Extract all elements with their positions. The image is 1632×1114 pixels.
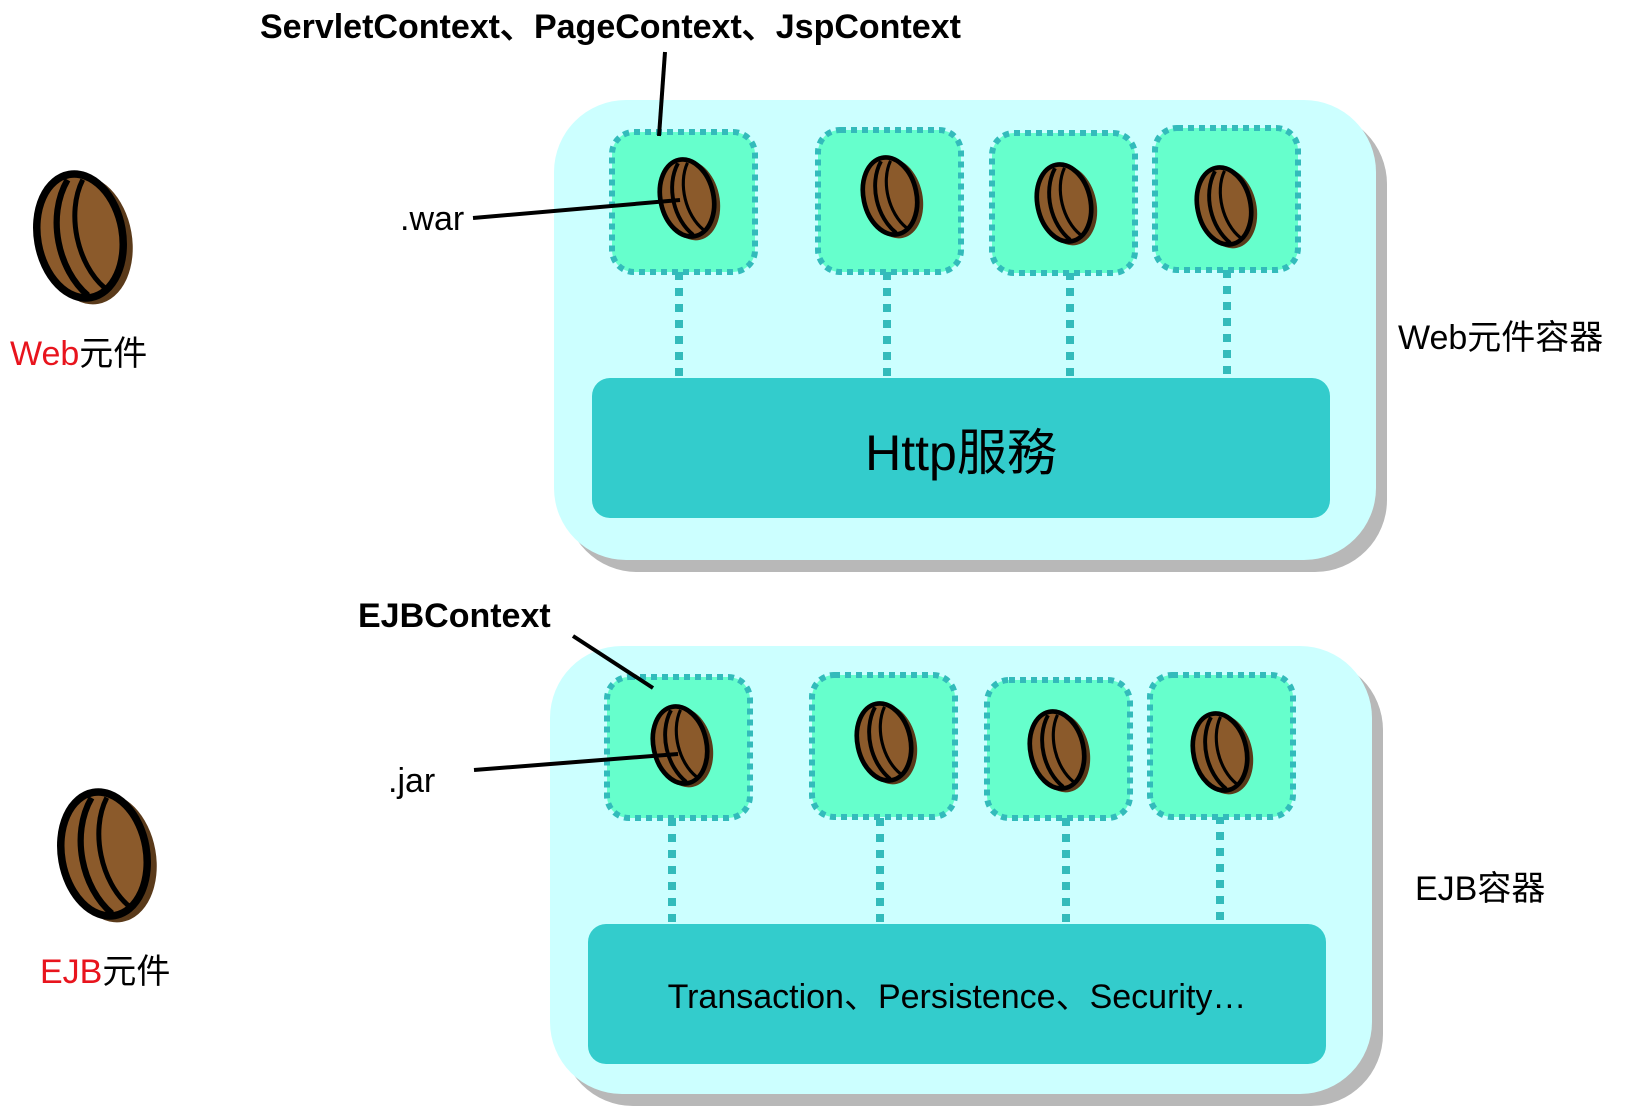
legend-web-label: Web元件 bbox=[10, 335, 147, 373]
ejb-service-label: Transaction、Persistence、Security… bbox=[668, 978, 1247, 1016]
ejb-container: Transaction、Persistence、Security… bbox=[473, 634, 1383, 1106]
web-connectors bbox=[675, 270, 1231, 378]
web-component-3 bbox=[989, 130, 1138, 276]
web-archive-pointer bbox=[472, 198, 681, 220]
ejb-service-bar bbox=[588, 924, 1326, 1064]
ejb-archive-label: .jar bbox=[388, 762, 435, 800]
web-component-2 bbox=[815, 127, 964, 275]
web-context-pointer bbox=[657, 51, 667, 137]
ejb-archive-pointer bbox=[473, 752, 679, 772]
coffee-bean-icon bbox=[27, 166, 142, 313]
legend-ejb-accent: EJB bbox=[40, 953, 102, 991]
web-archive-label: .war bbox=[400, 200, 464, 238]
web-service-label: Http服務 bbox=[865, 425, 1057, 481]
web-component-4 bbox=[1152, 125, 1301, 273]
ejb-component-3 bbox=[984, 677, 1133, 821]
web-context-label: ServletContext、PageContext、JspContext bbox=[260, 8, 961, 46]
ejb-component-2 bbox=[809, 672, 958, 820]
legend: Web元件 EJB元件 bbox=[10, 166, 170, 991]
web-container-label: Web元件容器 bbox=[1398, 319, 1603, 357]
legend-web-accent: Web bbox=[10, 335, 79, 373]
web-container: Http服務 bbox=[472, 51, 1387, 572]
coffee-bean-icon bbox=[51, 784, 166, 931]
web-service-bar bbox=[592, 378, 1330, 518]
ejb-connectors bbox=[668, 816, 1224, 924]
legend-ejb-suffix: 元件 bbox=[102, 953, 170, 991]
ejb-context-label: EJBContext bbox=[358, 597, 551, 635]
ejb-context-pointer bbox=[571, 634, 655, 690]
ejb-component-4 bbox=[1147, 672, 1296, 820]
legend-web-suffix: 元件 bbox=[79, 335, 147, 373]
ejb-component-1 bbox=[604, 674, 753, 821]
legend-ejb-label: EJB元件 bbox=[40, 953, 170, 991]
web-component-1 bbox=[609, 129, 758, 275]
ejb-container-label: EJB容器 bbox=[1415, 870, 1545, 908]
